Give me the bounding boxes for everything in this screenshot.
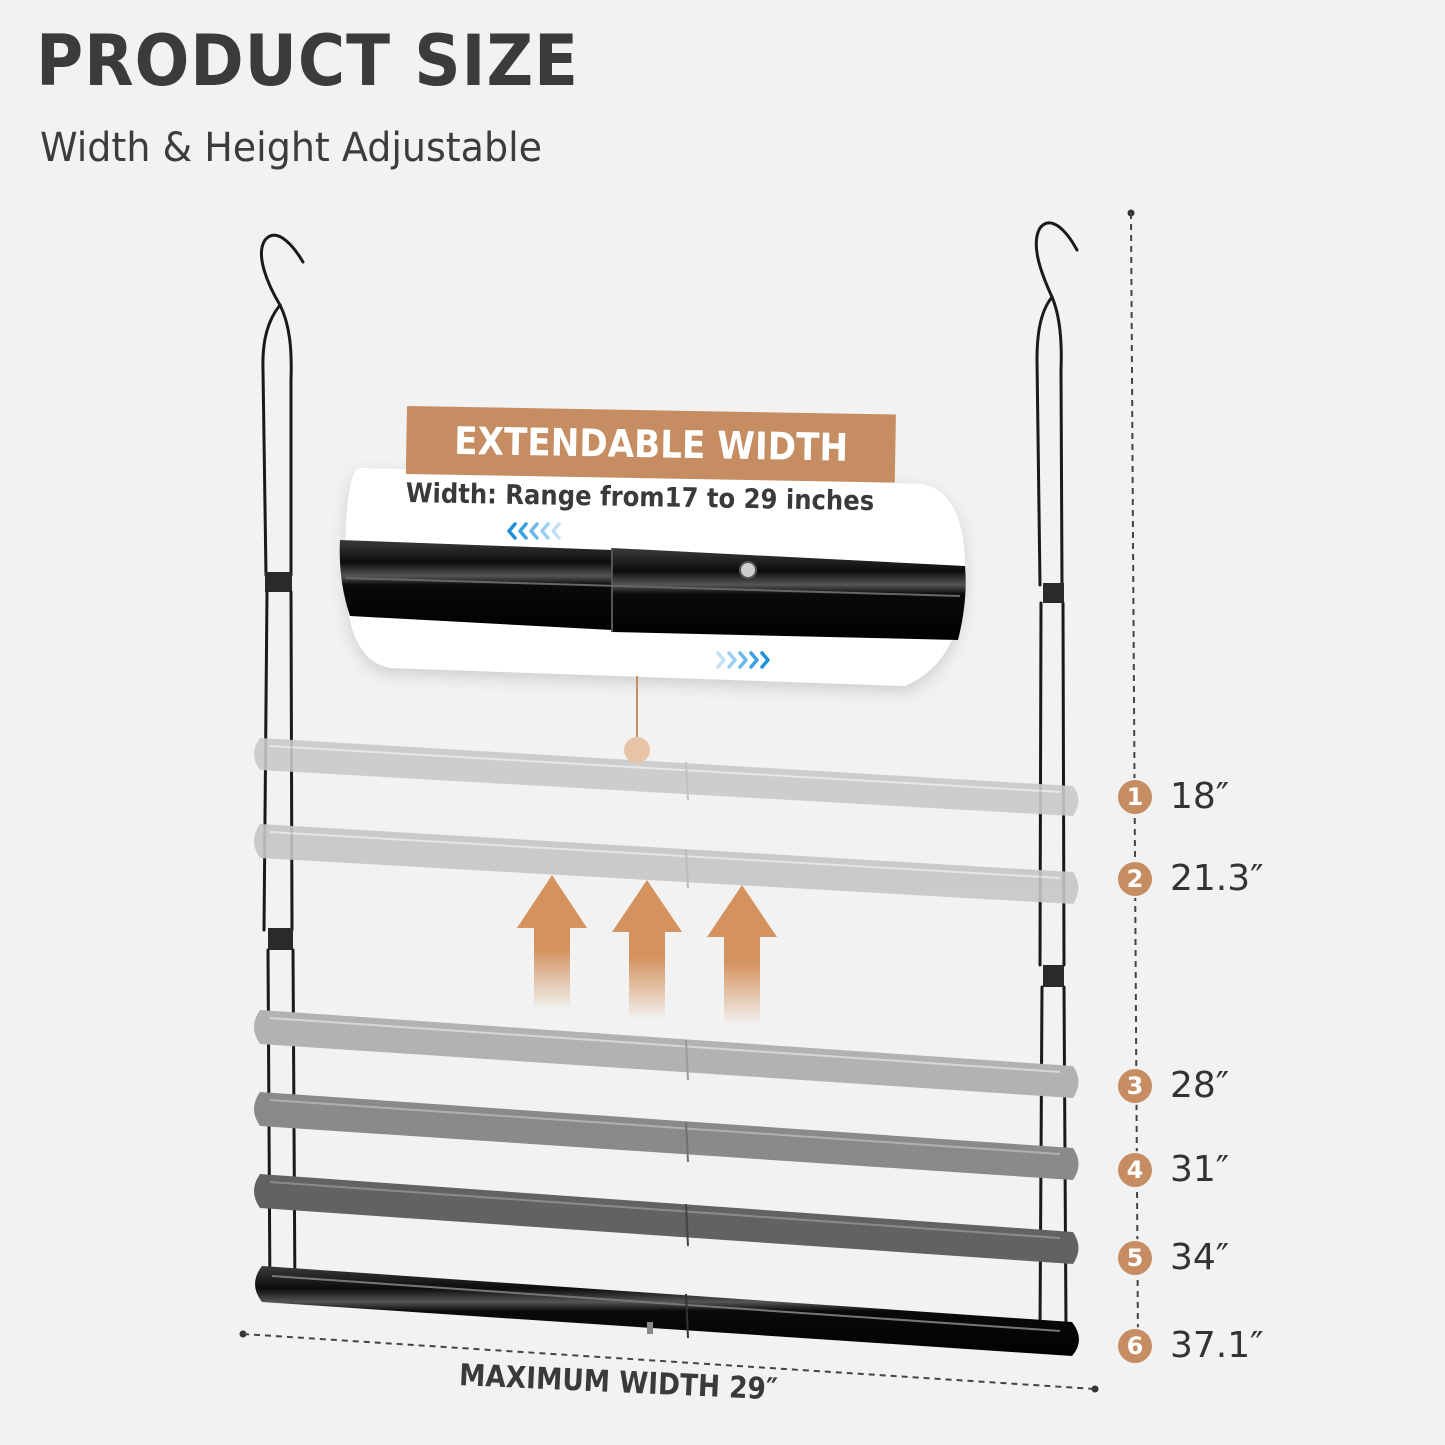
height-level-2: 2 21.3″ [1118,861,1264,897]
telescopic-rod-icon [339,540,966,640]
right-hook [1034,221,1079,1332]
level-badge: 1 [1118,780,1152,814]
height-level-3: 3 28″ [1118,1068,1229,1104]
chevrons-left-icon [507,522,561,540]
level-value: 37.1″ [1170,1325,1264,1366]
level-badge: 4 [1118,1153,1152,1187]
width-dimension-line [239,1330,1099,1393]
height-level-6: 6 37.1″ [1118,1328,1264,1364]
banner-label: EXTENDABLE WIDTH [453,418,849,470]
rod-level-2 [254,824,1079,904]
page-subtitle: Width & Height Adjustable [40,125,543,171]
callout-pointer [624,676,650,763]
height-dimension-line [1127,209,1139,1346]
rod-level-3 [254,1010,1079,1098]
level-value: 28″ [1170,1065,1230,1106]
height-level-5: 5 34″ [1118,1240,1229,1276]
level-value: 34″ [1170,1237,1230,1278]
rod-level-5 [254,1174,1079,1264]
page-title: PRODUCT SIZE [36,20,579,102]
rod-level-6 [255,1266,1079,1356]
level-value: 31″ [1170,1149,1230,1190]
level-value: 21.3″ [1170,858,1264,899]
level-badge: 6 [1118,1329,1152,1363]
level-badge: 5 [1118,1241,1152,1275]
rod-level-4 [254,1092,1079,1180]
level-badge: 2 [1118,862,1152,896]
level-badge: 3 [1118,1069,1152,1103]
height-level-4: 4 31″ [1118,1152,1229,1188]
extendable-width-banner: EXTENDABLE WIDTH [405,406,896,483]
rod-level-1 [254,738,1079,816]
left-hook [259,233,305,1302]
level-value: 18″ [1170,776,1230,817]
up-arrows-icon [517,875,777,1025]
height-level-1: 1 18″ [1118,779,1229,815]
chevrons-right-icon [716,651,770,669]
